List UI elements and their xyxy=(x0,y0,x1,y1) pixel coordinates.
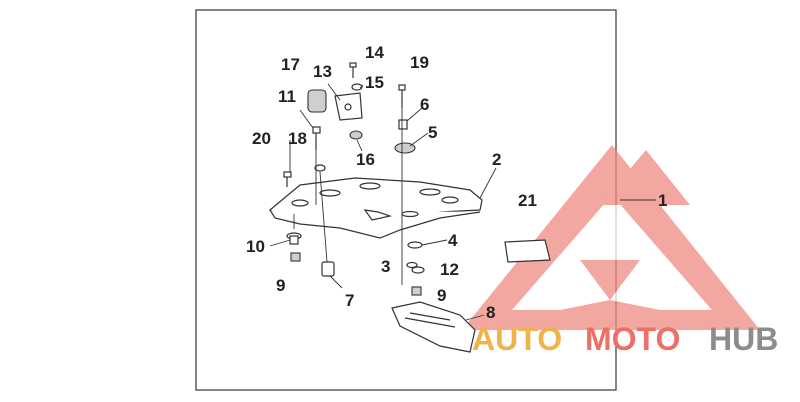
callout-13: 13 xyxy=(313,62,332,81)
callout-7: 7 xyxy=(345,291,354,310)
callout-17: 17 xyxy=(281,55,300,74)
callout-4: 4 xyxy=(448,231,458,250)
bracket-13 xyxy=(334,92,363,121)
lower-cover xyxy=(391,301,476,353)
callout-8: 8 xyxy=(486,303,495,322)
watermark-auto: AUTO xyxy=(472,321,562,357)
nut-16 xyxy=(349,130,363,140)
spacer-7 xyxy=(321,261,335,277)
callout-1: 1 xyxy=(658,191,667,210)
watermark-logo xyxy=(462,145,760,330)
callout-11: 11 xyxy=(278,87,296,106)
callout-20: 20 xyxy=(252,129,271,148)
callout-labels: 1 2 3 4 5 6 7 8 9 9 10 11 12 13 14 15 16… xyxy=(246,43,667,322)
washer-15 xyxy=(351,83,363,91)
bolt-19 xyxy=(398,84,406,108)
bolt-14 xyxy=(349,62,357,78)
callout-21: 21 xyxy=(518,191,537,210)
nut-9-left xyxy=(290,252,301,262)
bolt-20 xyxy=(283,171,292,187)
washer-4 xyxy=(407,241,423,249)
callout-15: 15 xyxy=(365,73,384,92)
leader-lines xyxy=(269,83,656,321)
callout-14: 14 xyxy=(365,43,384,62)
callout-16: 16 xyxy=(356,150,375,169)
callout-6: 6 xyxy=(420,95,429,114)
watermark-moto: MOTO xyxy=(585,321,680,357)
washer-3 xyxy=(406,261,418,269)
bolt-11 xyxy=(312,126,321,150)
collar-18 xyxy=(314,164,326,172)
callout-3: 3 xyxy=(381,257,390,276)
callout-19: 19 xyxy=(410,53,429,72)
callout-9-left: 9 xyxy=(276,276,285,295)
nut-9-right xyxy=(411,286,422,296)
callout-5: 5 xyxy=(428,123,437,142)
callout-10: 10 xyxy=(246,237,265,256)
carrier-plate xyxy=(268,177,483,239)
callout-12: 12 xyxy=(440,260,459,279)
watermark-text: AUTO MOTO HUB xyxy=(472,321,778,357)
callout-18: 18 xyxy=(288,129,307,148)
callout-2: 2 xyxy=(492,150,501,169)
assembly-lines xyxy=(293,108,403,285)
watermark-hub: HUB xyxy=(709,321,778,357)
collar-6 xyxy=(398,119,408,130)
callout-9-right: 9 xyxy=(437,286,446,305)
rubber-17 xyxy=(307,89,327,113)
reflector-plate xyxy=(504,239,551,263)
bushing-10 xyxy=(286,232,302,245)
washer-12 xyxy=(411,266,425,274)
